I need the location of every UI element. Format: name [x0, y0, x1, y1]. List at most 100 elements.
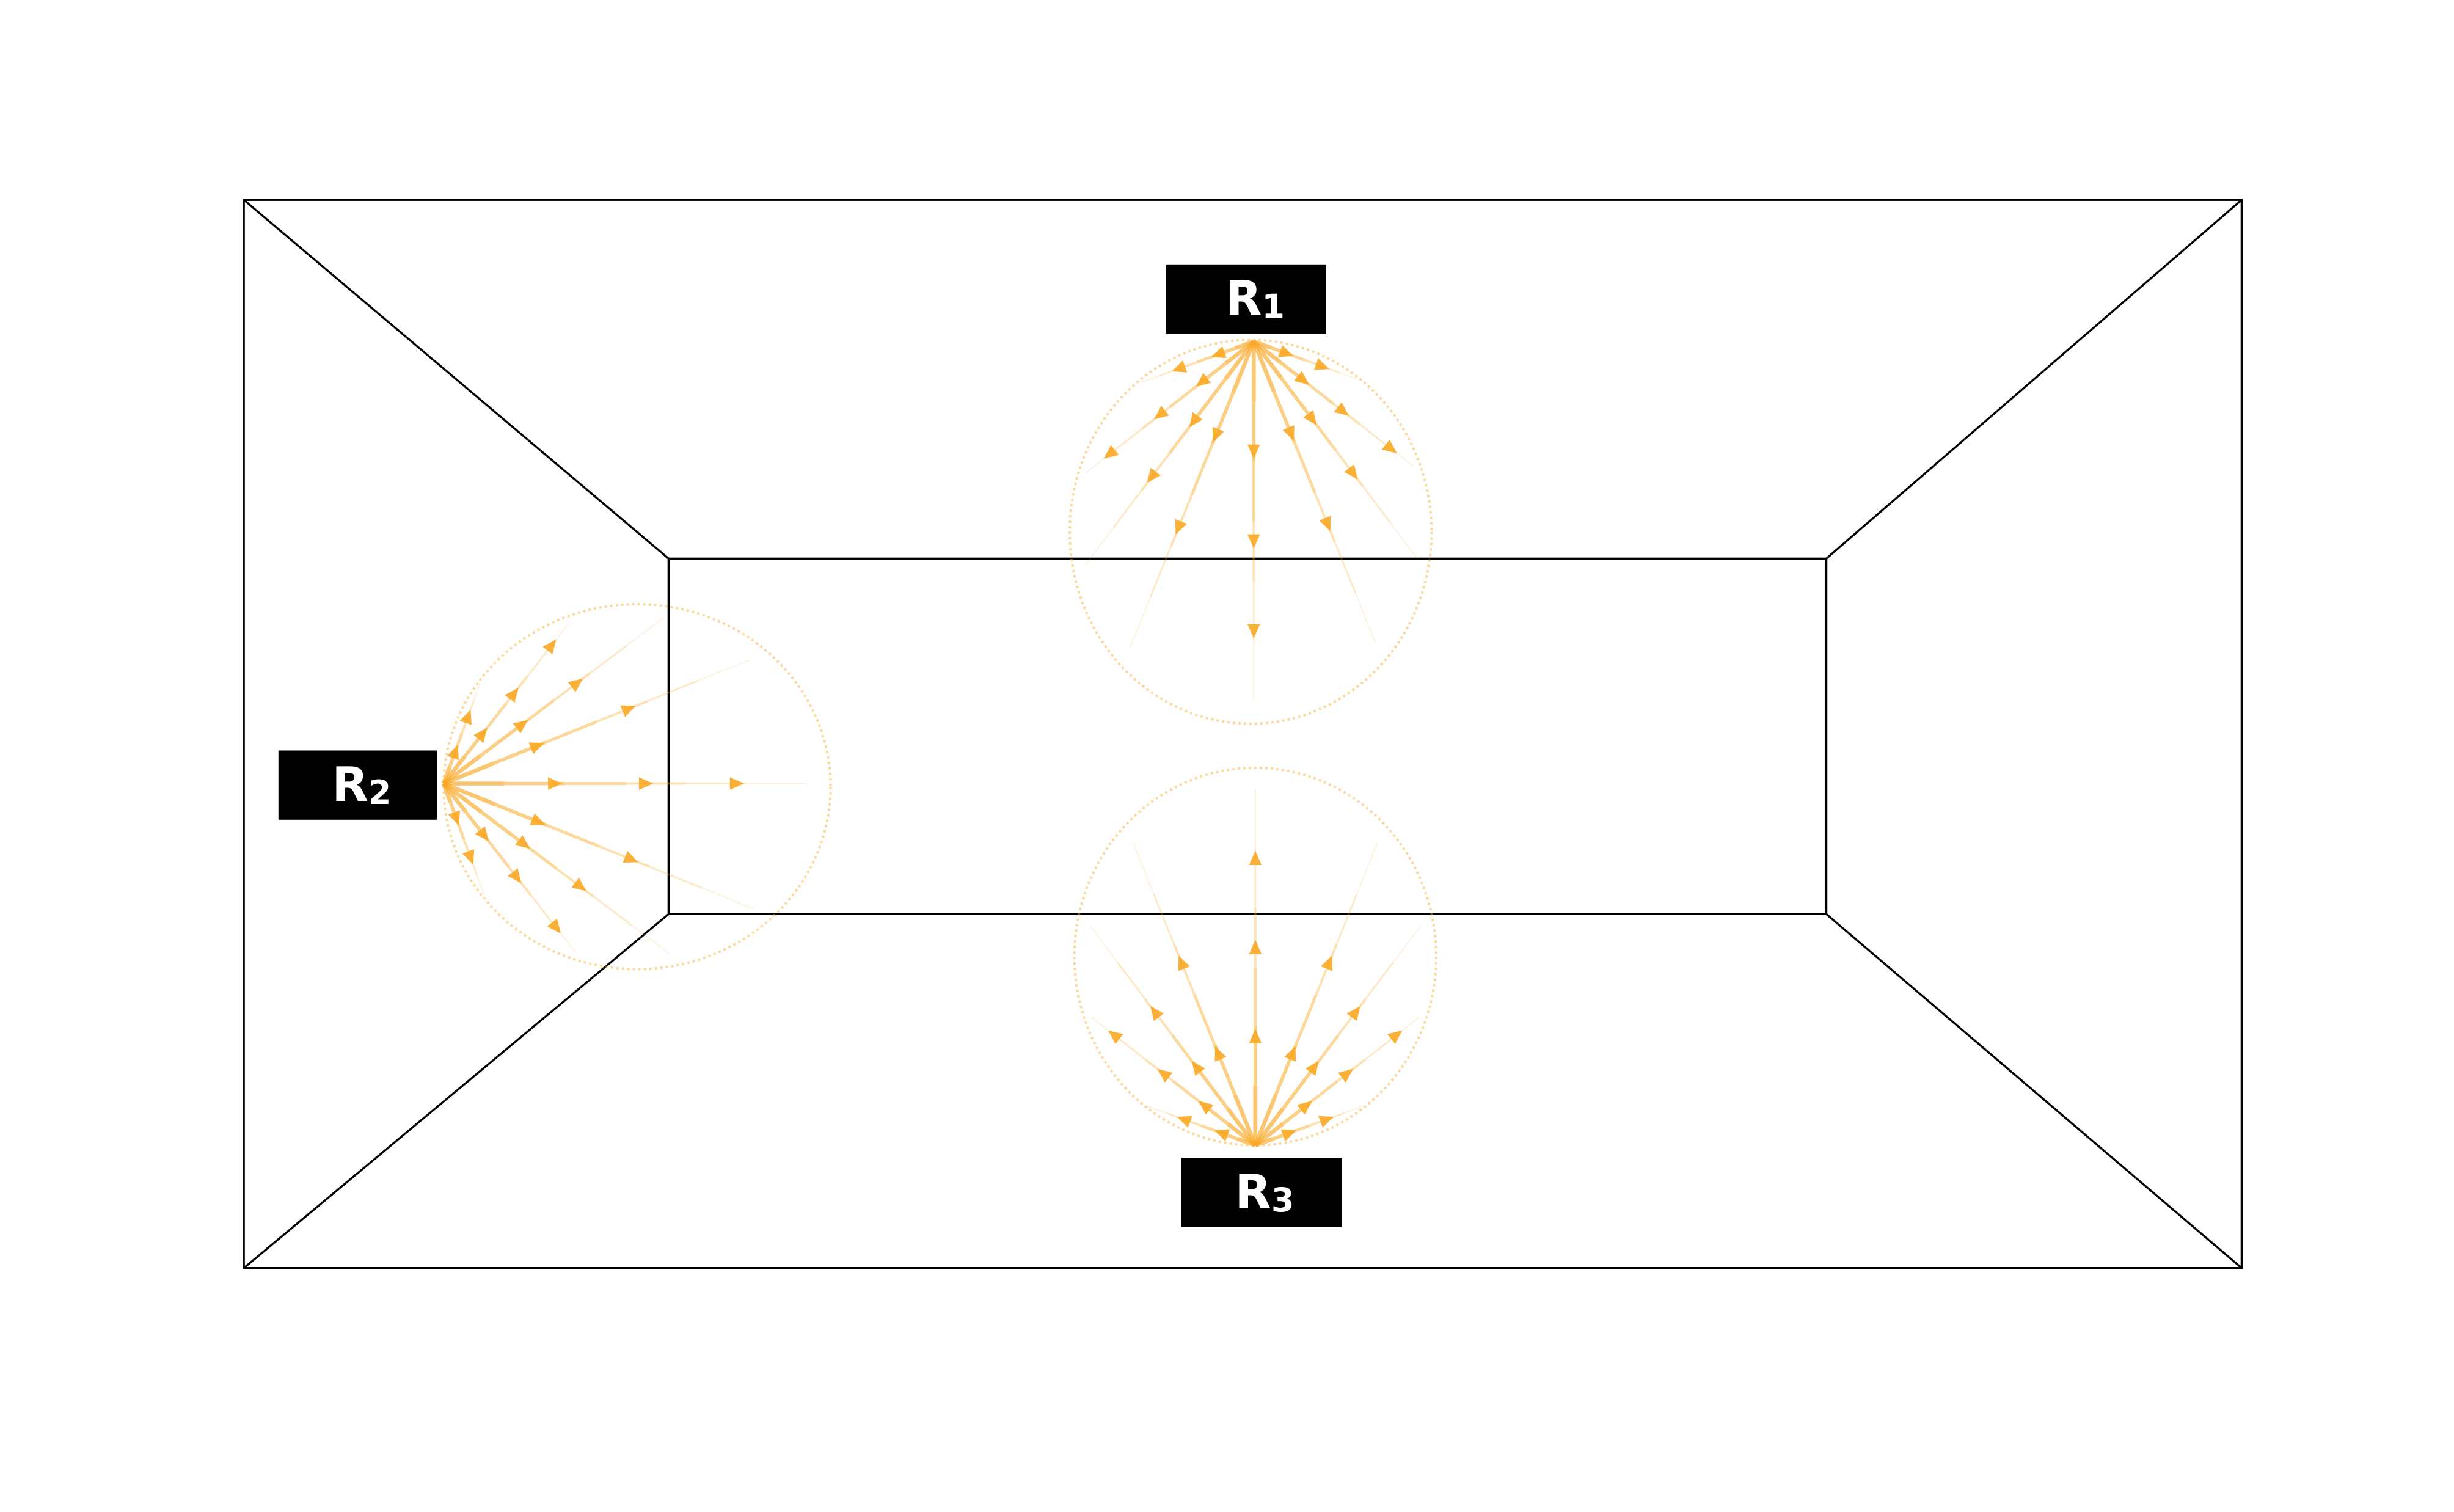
ray-segment — [473, 683, 481, 701]
ray-segment — [479, 726, 518, 758]
arrowhead-icon — [1212, 426, 1224, 443]
ray-segment — [1199, 1071, 1229, 1110]
ray-segment — [442, 781, 496, 806]
ray-segment — [1192, 994, 1216, 1046]
radiation-fans — [442, 338, 1438, 1147]
ray-segment — [1085, 527, 1114, 565]
arrowhead-icon — [571, 877, 586, 891]
ray-segment — [1295, 994, 1318, 1046]
arrowhead-icon — [542, 639, 557, 655]
ray-segment — [1231, 340, 1256, 394]
coverage-boundary — [1073, 766, 1438, 1147]
arrowhead-icon — [1189, 412, 1203, 428]
arrowhead-icon — [447, 744, 459, 761]
source-label-r2: R2 — [278, 750, 437, 820]
label-box — [1166, 264, 1326, 334]
ray-segment — [1309, 1079, 1338, 1104]
arrowhead-icon — [1344, 464, 1358, 480]
svg-text:R1: R1 — [1225, 271, 1285, 326]
corner-line-tl — [243, 199, 670, 560]
arrowhead-icon — [513, 720, 528, 734]
arrowhead-icon — [1154, 406, 1169, 420]
arrowhead-icon — [1280, 1129, 1296, 1142]
arrowhead-icon — [530, 813, 546, 825]
ray-segment — [649, 866, 703, 889]
ray-segment — [1170, 494, 1193, 547]
arrowhead-icon — [515, 835, 530, 849]
corner-line-tr — [1825, 199, 2243, 560]
ray-segment — [647, 679, 699, 703]
arrowhead-icon — [620, 705, 636, 717]
arrowhead-icon — [1305, 1061, 1319, 1076]
room-outline — [243, 199, 2243, 1269]
arrowhead-icon — [547, 918, 561, 934]
arrowhead-icon — [1214, 1046, 1227, 1062]
arrowhead-icon — [1150, 1006, 1164, 1021]
arrowhead-icon — [548, 777, 563, 790]
arrowhead-icon — [1338, 1068, 1354, 1083]
arrowhead-icon — [1177, 1116, 1192, 1128]
label-main: R — [1235, 1165, 1271, 1220]
arrowhead-icon — [1313, 358, 1330, 370]
arrowhead-icon — [475, 826, 489, 842]
arrowhead-icon — [1108, 1030, 1123, 1044]
ray-segment — [527, 649, 549, 677]
ray-segment — [626, 617, 664, 646]
arrowhead-icon — [1214, 1129, 1230, 1142]
ray-segment — [1141, 374, 1161, 383]
ray-segment — [1113, 428, 1143, 451]
ray-segment — [1293, 441, 1316, 493]
ray-segment — [1236, 1137, 1256, 1147]
source-label-r3: R3 — [1181, 1158, 1342, 1227]
ray-segment — [486, 838, 511, 869]
label-box — [1181, 1158, 1342, 1227]
coverage-boundary — [1068, 338, 1433, 725]
ray-segment — [698, 659, 750, 681]
corner-line-bl — [243, 913, 670, 1269]
arrowhead-icon — [1249, 1029, 1262, 1043]
arrowhead-icon — [1318, 1116, 1334, 1128]
arrowhead-icon — [1320, 955, 1333, 971]
ray-segment — [546, 824, 599, 848]
arrowhead-icon — [1282, 425, 1295, 441]
arrowhead-icon — [1247, 534, 1260, 549]
label-sub: 3 — [1271, 1181, 1295, 1219]
arrowhead-icon — [1303, 410, 1317, 425]
ray-segment — [598, 845, 651, 868]
ray-segment — [1129, 597, 1151, 649]
arrowhead-icon — [1346, 1006, 1360, 1021]
radiation-fan-r2 — [442, 602, 832, 971]
label-box — [278, 750, 437, 820]
arrowhead-icon — [1103, 445, 1119, 459]
ray-segment — [1233, 1094, 1257, 1147]
ray-segment — [1344, 1106, 1363, 1114]
ray-segment — [1392, 925, 1422, 963]
arrowhead-icon — [1198, 1101, 1214, 1115]
ray-segment — [477, 875, 485, 895]
label-main: R — [332, 758, 368, 813]
ray-segment — [1315, 943, 1338, 995]
ray-segment — [1354, 593, 1376, 644]
ray-segment — [1253, 1094, 1278, 1147]
ray-segment — [1389, 522, 1419, 560]
arrowhead-icon — [1247, 444, 1260, 459]
source-label-r1: R1 — [1166, 264, 1326, 334]
arrowhead-icon — [1334, 402, 1349, 416]
svg-text:R3: R3 — [1235, 1165, 1294, 1220]
ray-segment — [1356, 843, 1378, 894]
ray-segment — [1149, 546, 1172, 598]
label-sub: 1 — [1262, 287, 1285, 326]
ray-segment — [530, 894, 554, 924]
ray-segment — [589, 645, 627, 674]
ray-segment — [1252, 340, 1276, 393]
ray-segment — [1335, 893, 1358, 945]
ray-segment — [1172, 1079, 1202, 1104]
arrowhead-icon — [1381, 439, 1397, 454]
arrowhead-icon — [623, 851, 638, 863]
ray-segment — [1116, 962, 1146, 999]
arrowhead-icon — [729, 777, 744, 790]
ray-segment — [1279, 376, 1310, 415]
arrowhead-icon — [1175, 519, 1187, 535]
ray-segment — [1334, 542, 1356, 593]
arrowhead-icon — [1319, 516, 1331, 531]
